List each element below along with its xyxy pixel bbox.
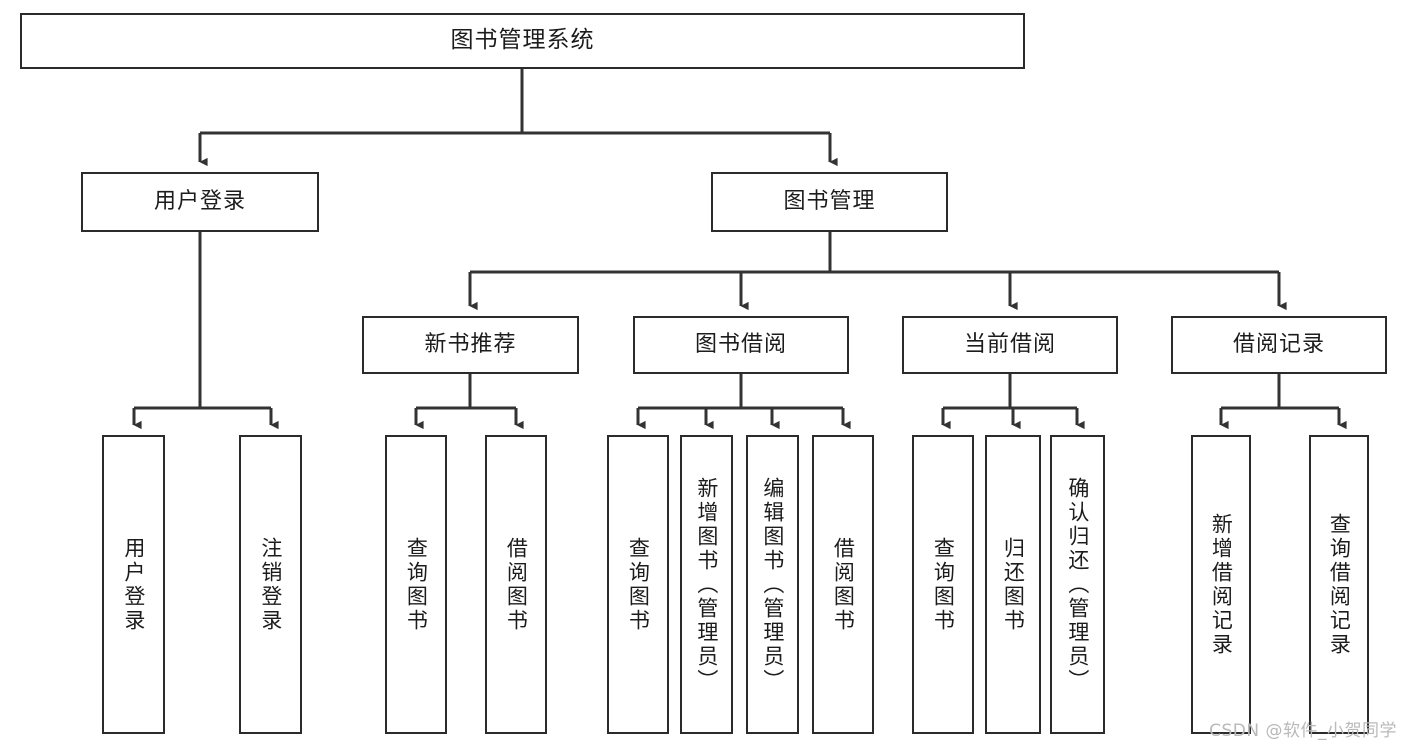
- node-leaf-edit-book-label: 编辑图书（管理员）: [760, 476, 785, 693]
- node-leaf-query-book-new-label: 查询图书: [404, 536, 429, 633]
- node-leaf-borrow-book-new-label: 借阅图书: [504, 536, 529, 633]
- node-leaf-confirm-return[interactable]: 确认归还（管理员）: [1050, 435, 1105, 734]
- node-leaf-user-logout-label: 注销登录: [258, 536, 283, 633]
- node-borrow-record[interactable]: 借阅记录: [1171, 316, 1387, 374]
- node-leaf-add-book[interactable]: 新增图书（管理员）: [680, 435, 733, 734]
- node-leaf-user-login[interactable]: 用户登录: [102, 435, 165, 734]
- node-current-borrow-label: 当前借阅: [963, 332, 1056, 358]
- node-new-book-recommend[interactable]: 新书推荐: [362, 316, 579, 374]
- node-leaf-query-book-current-label: 查询图书: [931, 536, 956, 633]
- node-leaf-query-borrow-record-label: 查询借阅记录: [1327, 512, 1352, 657]
- node-leaf-user-logout[interactable]: 注销登录: [239, 435, 302, 734]
- node-leaf-return-book-label: 归还图书: [1001, 536, 1026, 633]
- node-leaf-borrow-book-label: 借阅图书: [831, 536, 856, 633]
- node-current-borrow[interactable]: 当前借阅: [902, 316, 1118, 374]
- node-book-manage[interactable]: 图书管理: [711, 172, 948, 232]
- node-leaf-query-book-borrow[interactable]: 查询图书: [607, 435, 669, 734]
- node-root[interactable]: 图书管理系统: [20, 13, 1025, 69]
- csdn-watermark: CSDN @软件_小贺同学: [1209, 721, 1397, 741]
- node-leaf-add-book-label: 新增图书（管理员）: [694, 476, 719, 693]
- node-leaf-borrow-book-new[interactable]: 借阅图书: [485, 435, 547, 734]
- node-leaf-borrow-book[interactable]: 借阅图书: [812, 435, 874, 734]
- node-book-borrow-label: 图书借阅: [694, 332, 787, 358]
- node-leaf-query-book-new[interactable]: 查询图书: [385, 435, 447, 734]
- node-leaf-query-borrow-record[interactable]: 查询借阅记录: [1309, 435, 1369, 734]
- node-user-login-label: 用户登录: [153, 189, 246, 215]
- node-leaf-add-borrow-record[interactable]: 新增借阅记录: [1191, 435, 1251, 734]
- node-root-label: 图书管理系统: [450, 27, 595, 54]
- node-book-manage-label: 图书管理: [783, 189, 876, 215]
- node-leaf-user-login-label: 用户登录: [121, 536, 146, 633]
- node-leaf-query-book-current[interactable]: 查询图书: [912, 435, 974, 734]
- node-leaf-add-borrow-record-label: 新增借阅记录: [1209, 512, 1234, 657]
- node-leaf-edit-book[interactable]: 编辑图书（管理员）: [746, 435, 799, 734]
- node-leaf-query-book-borrow-label: 查询图书: [626, 536, 651, 633]
- node-new-book-recommend-label: 新书推荐: [424, 332, 517, 358]
- node-book-borrow[interactable]: 图书借阅: [633, 316, 849, 374]
- node-leaf-confirm-return-label: 确认归还（管理员）: [1065, 476, 1090, 693]
- node-borrow-record-label: 借阅记录: [1232, 332, 1325, 358]
- node-user-login[interactable]: 用户登录: [81, 172, 319, 232]
- node-leaf-return-book[interactable]: 归还图书: [985, 435, 1041, 734]
